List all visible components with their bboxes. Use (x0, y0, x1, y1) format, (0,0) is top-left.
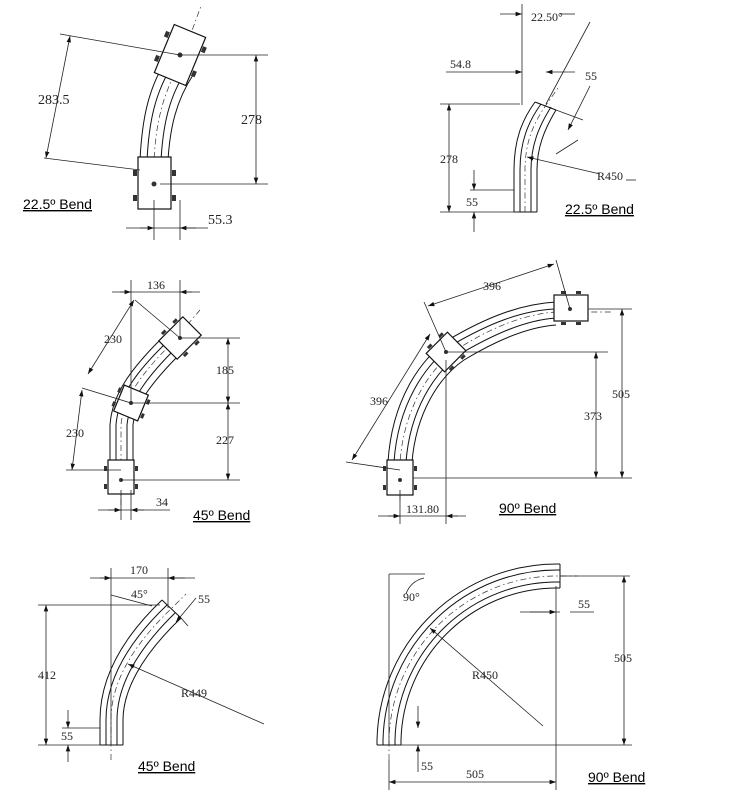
panel-2-22-5-bend-radius: 22.50° 54.8 55 278 R450 55 22.5º Bend (440, 4, 636, 232)
dim-505-a: 505 (612, 387, 630, 401)
dim-230-lower: 230 (66, 426, 84, 440)
dim-136: 136 (147, 278, 165, 292)
dim-278-b: 278 (440, 152, 458, 166)
dim-54-8: 54.8 (450, 57, 471, 71)
dim-227: 227 (216, 433, 234, 447)
dim-55-bottom: 55 (466, 195, 478, 209)
dim-angle-90: 90° (403, 590, 420, 604)
dim-283-5: 283.5 (38, 93, 70, 108)
caption-45-bend-a: 45º Bend (193, 507, 250, 523)
dim-55-b: 55 (421, 759, 433, 773)
dim-r449: R449 (181, 686, 207, 700)
panel-4-90-bend-connectors: 396 396 505 373 131.80 90º Bend (345, 259, 632, 524)
caption-22-5-bend-a: 22.5º Bend (23, 196, 92, 212)
dim-412: 412 (38, 668, 56, 682)
panel-1-22-5-bend-connectors: 283.5 278 55.3 22.5º Bend (23, 5, 268, 240)
dim-396-top: 396 (483, 279, 501, 293)
dim-278: 278 (241, 113, 262, 128)
dim-55-diag: 55 (198, 592, 210, 606)
dim-185: 185 (216, 363, 234, 377)
caption-90-bend-b: 90º Bend (588, 769, 645, 785)
dim-373: 373 (584, 409, 602, 423)
dim-55-top: 55 (585, 69, 597, 83)
dim-34: 34 (156, 495, 168, 509)
dim-angle-45: 45° (131, 587, 148, 601)
dim-55-right: 55 (578, 597, 590, 611)
panel-3-45-bend-connectors: 136 230 185 230 227 34 45º Bend (66, 278, 250, 523)
dim-131-80: 131.80 (406, 502, 439, 516)
caption-22-5-bend-b: 22.5º Bend (565, 201, 634, 217)
dim-230-upper: 230 (104, 332, 122, 346)
dim-505-h: 505 (466, 767, 484, 781)
dim-505-v: 505 (614, 651, 632, 665)
dim-55-3: 55.3 (208, 213, 233, 228)
panel-5-45-bend-radius: 170 45° 55 412 R449 55 45º Bend (38, 563, 265, 774)
caption-90-bend-a: 90º Bend (499, 500, 556, 516)
panel-6-90-bend-radius: 90° 55 505 R450 55 505 90º Bend (376, 563, 645, 790)
dim-396-left: 396 (370, 394, 388, 408)
dim-55-low: 55 (61, 729, 73, 743)
dim-angle-22-50: 22.50° (531, 10, 563, 24)
dim-170: 170 (130, 563, 148, 577)
caption-45-bend-b: 45º Bend (138, 758, 195, 774)
dim-r450: R450 (597, 169, 623, 183)
dim-r450-b: R450 (472, 668, 498, 682)
